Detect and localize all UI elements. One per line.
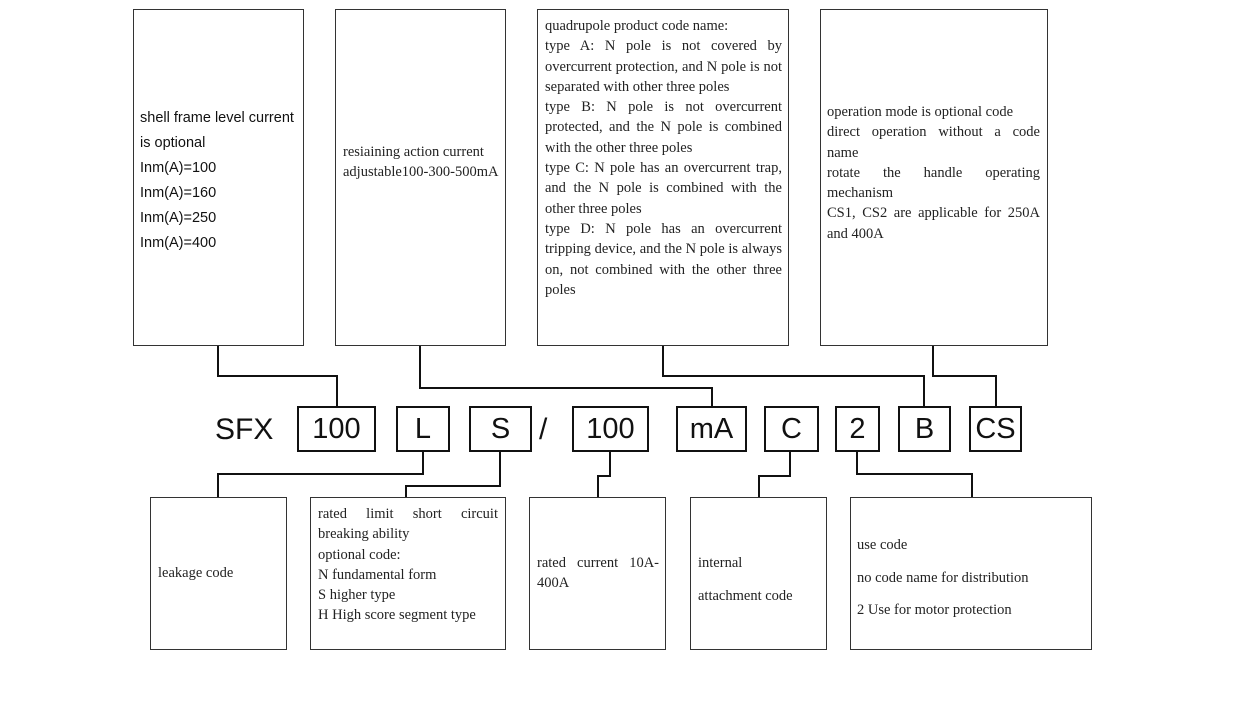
rated-current-label: rated current 10A-400A	[537, 555, 659, 592]
operation-mode-line: rotate the handle operating mechanism	[827, 164, 1040, 202]
code-operation: CS	[969, 406, 1022, 452]
shell-frame-line: shell frame level current	[140, 110, 294, 126]
breaking-option-h: H High score segment type	[318, 607, 476, 624]
connector-breaking	[405, 451, 501, 497]
connector-frame-current	[217, 346, 338, 407]
leakage-code-label: leakage code	[158, 565, 234, 581]
use-code-motor: 2 Use for motor protection	[857, 602, 1012, 618]
quadrupole-type-a: type A: N pole is not covered by overcur…	[545, 38, 782, 95]
use-code-box: use code no code name for distribution 2…	[850, 497, 1092, 650]
code-leakage: L	[396, 406, 450, 452]
quadrupole-type-c: type C: N pole has an overcurrent trap, …	[545, 160, 782, 217]
code-use: 2	[835, 406, 880, 452]
shell-frame-current-box: shell frame level current is optional In…	[133, 9, 304, 346]
use-code-title: use code	[857, 537, 908, 553]
code-rated-current: 100	[572, 406, 649, 452]
breaking-ability-line: optional code:	[318, 546, 401, 563]
connector-quadrupole	[662, 346, 925, 407]
quadrupole-type-d: type D: N pole has an overcurrent trippi…	[545, 220, 782, 298]
leakage-code-box: leakage code	[150, 497, 287, 650]
operation-mode-line: CS1, CS2 are applicable for 250A and 400…	[827, 205, 1040, 242]
code-frame-current: 100	[297, 406, 376, 452]
connector-residual-current	[419, 346, 713, 407]
breaking-option-s: S higher type	[318, 587, 396, 604]
connector-rated-current	[597, 451, 611, 497]
attachment-code-box: internal attachment code	[690, 497, 827, 650]
breaking-ability-box: rated limit short circuit breaking abili…	[310, 497, 506, 650]
connector-leakage	[217, 451, 424, 497]
breaking-ability-line: rated limit short circuit breaking abili…	[318, 506, 498, 543]
quadrupole-type-b: type B: N pole is not overcurrent protec…	[545, 99, 782, 156]
connector-use	[856, 451, 973, 497]
code-attachment: C	[764, 406, 819, 452]
shell-frame-option: Inm(A)=400	[140, 235, 217, 251]
shell-frame-option: Inm(A)=160	[140, 185, 217, 201]
code-prefix: SFX	[215, 413, 274, 446]
code-pole-type: B	[898, 406, 951, 452]
use-code-distribution: no code name for distribution	[857, 569, 1029, 586]
attachment-code-line: internal	[698, 555, 743, 571]
shell-frame-option: Inm(A)=100	[140, 160, 217, 176]
shell-frame-line: is optional	[140, 135, 206, 151]
breaking-option-n: N fundamental form	[318, 566, 437, 583]
rated-current-box: rated current 10A-400A	[529, 497, 666, 650]
code-residual-unit: mA	[676, 406, 747, 452]
connector-attachment	[758, 451, 791, 497]
connector-operation	[932, 346, 997, 407]
code-breaking: S	[469, 406, 532, 452]
residual-current-line: adjustable100-300-500mA	[343, 164, 499, 181]
quadrupole-box: quadrupole product code name: type A: N …	[537, 9, 789, 346]
operation-mode-line: operation mode is optional code	[827, 104, 1014, 120]
residual-current-line: resiaining action current	[343, 144, 484, 160]
operation-mode-line: direct operation without a code name	[827, 124, 1040, 161]
code-slash: /	[539, 413, 548, 446]
attachment-code-line: attachment code	[698, 588, 793, 604]
residual-current-box: resiaining action current adjustable100-…	[335, 9, 506, 346]
operation-mode-box: operation mode is optional code direct o…	[820, 9, 1048, 346]
shell-frame-option: Inm(A)=250	[140, 210, 217, 226]
quadrupole-title: quadrupole product code name:	[545, 18, 729, 34]
